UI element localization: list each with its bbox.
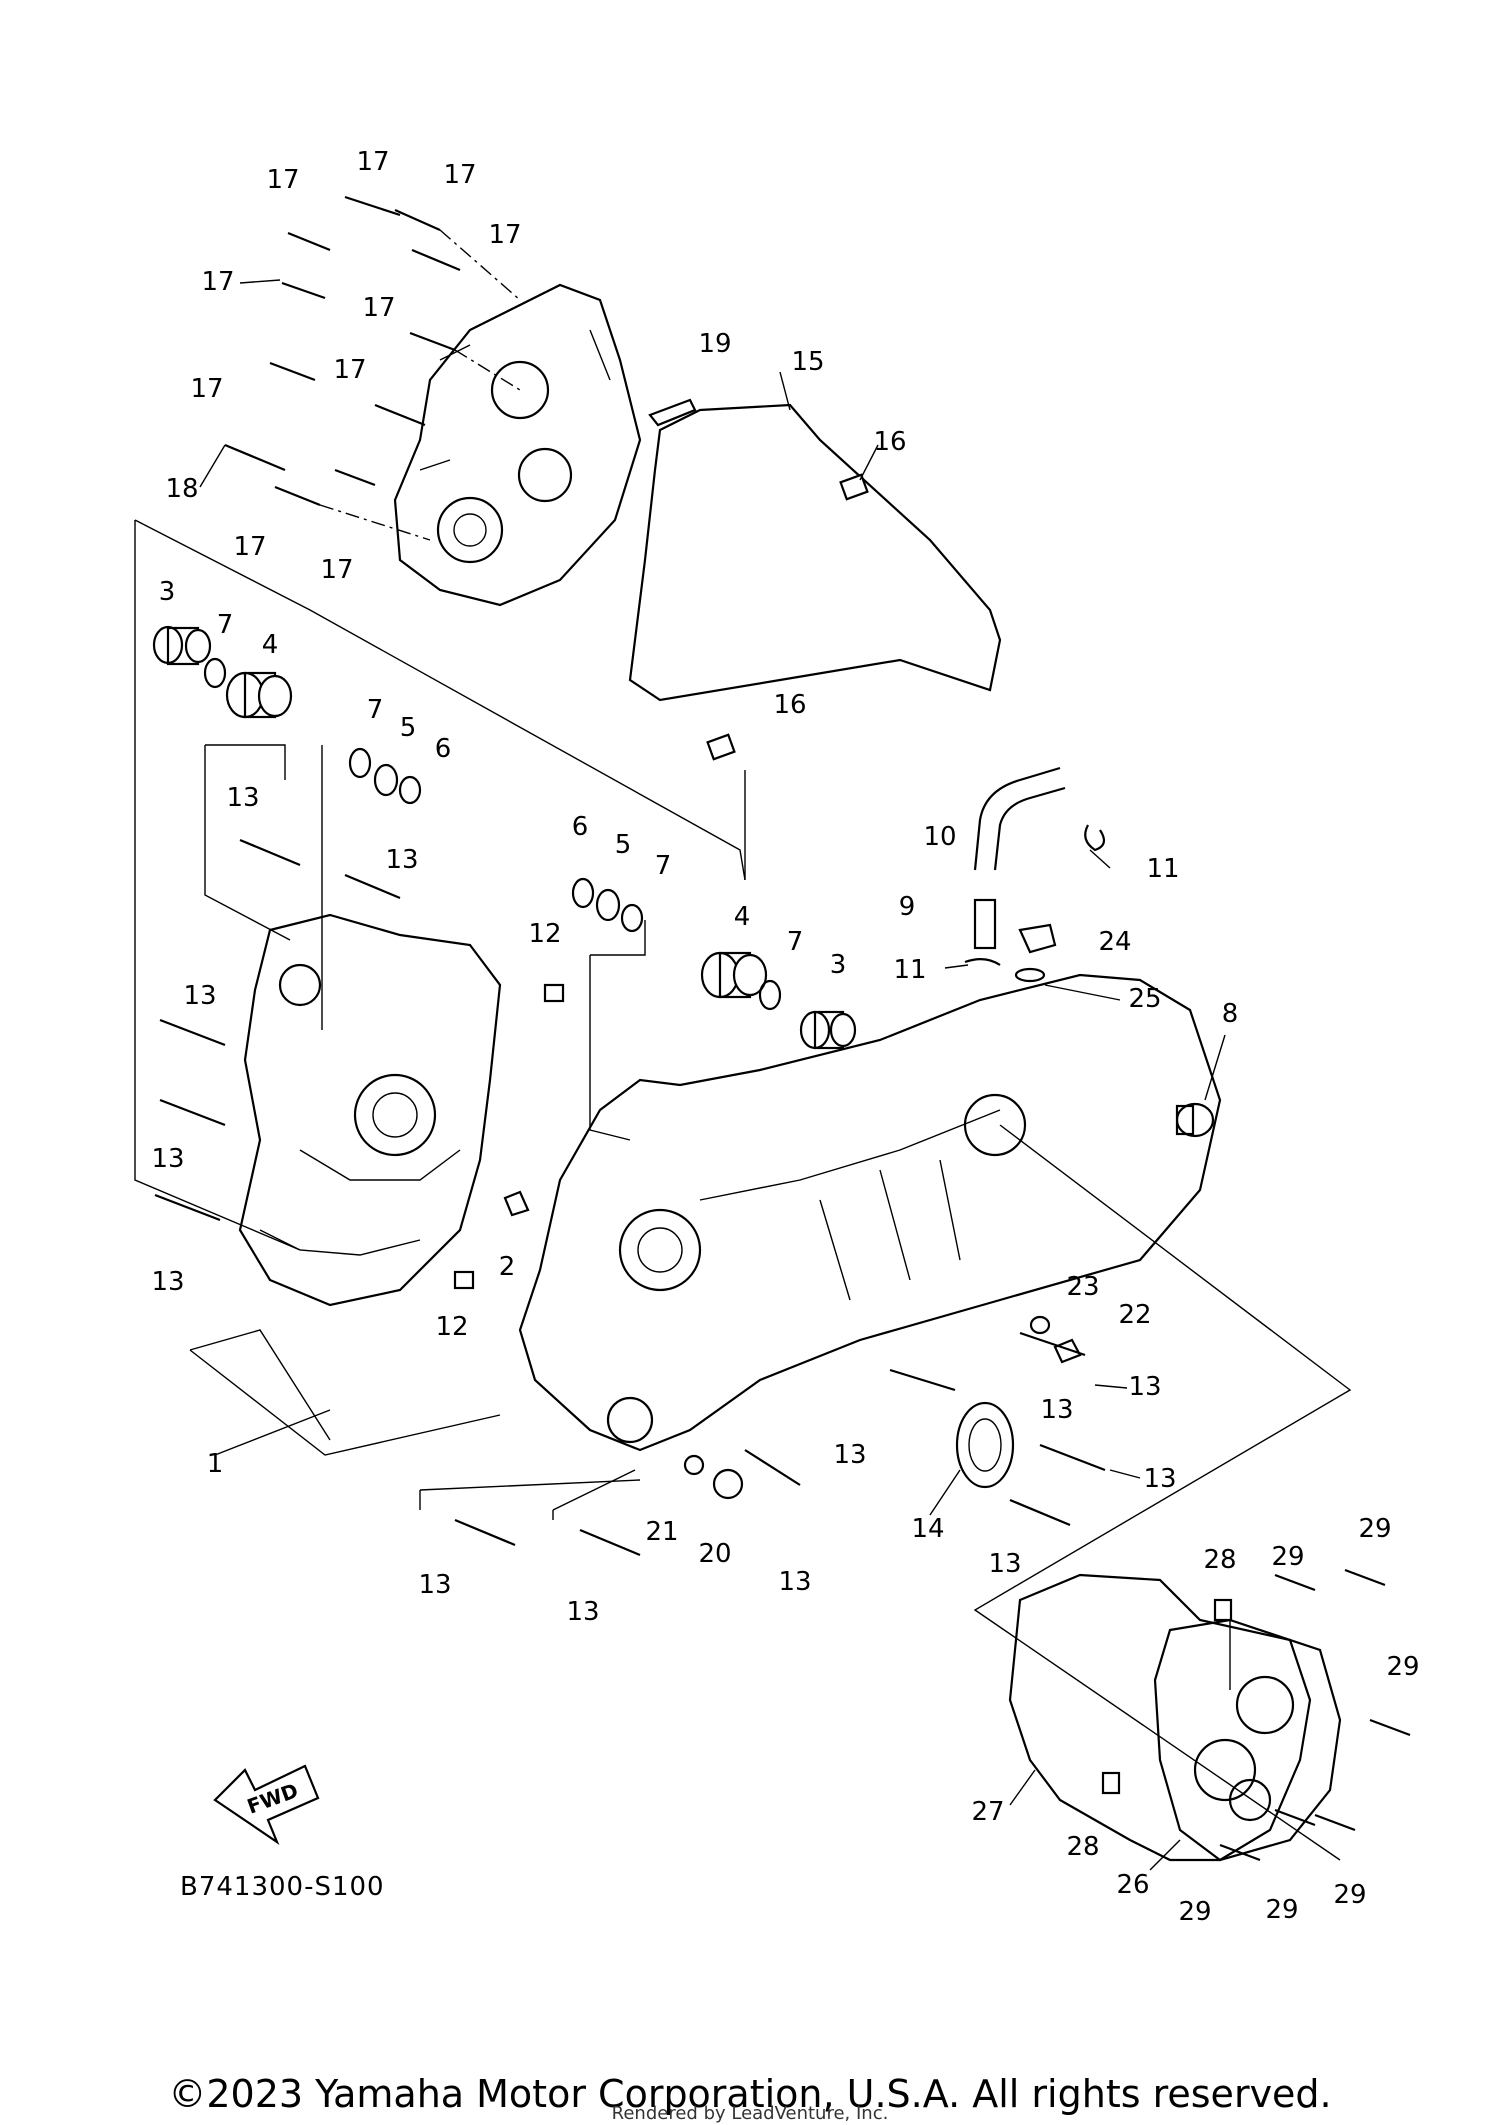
callout-17: 17 [443,160,476,190]
copyright-notice: ©2023 Yamaha Motor Corporation, U.S.A. A… [168,2072,1332,2116]
diagram-code: B741300-S100 [180,1872,385,1902]
callout-7: 7 [655,851,672,881]
dowel-16-upper [839,473,869,501]
callout-labels: 17 17 17 17 17 17 17 17 17 17 18 19 15 1… [151,147,1419,1927]
oil-seal-14 [955,1401,1015,1489]
callout-3: 3 [830,950,847,980]
callout-9: 9 [899,892,916,922]
callout-25: 25 [1128,984,1161,1014]
callout-26: 26 [1116,1870,1149,1900]
left-bearing-set [152,625,422,805]
callout-12: 12 [435,1312,468,1342]
callout-17: 17 [320,555,353,585]
callout-6: 6 [572,812,589,842]
callout-5: 5 [400,713,417,743]
callout-13: 13 [566,1597,599,1627]
callout-7: 7 [367,695,384,725]
callout-29: 29 [1271,1542,1304,1572]
callout-13: 13 [833,1440,866,1470]
callout-28: 28 [1203,1545,1236,1575]
callout-7: 7 [787,927,804,957]
callout-17: 17 [190,374,223,404]
callout-2: 2 [499,1252,516,1282]
callout-16: 16 [773,690,806,720]
callout-4: 4 [262,630,279,660]
callout-17: 17 [201,267,234,297]
bolt-group-13 [154,838,1106,1557]
callout-13: 13 [151,1144,184,1174]
callout-21: 21 [645,1517,678,1547]
callout-14: 14 [911,1514,944,1544]
dowel-16-lower [706,733,736,761]
callout-17: 17 [233,532,266,562]
callout-15: 15 [791,347,824,377]
callout-12: 12 [528,919,561,949]
callout-3: 3 [159,577,176,607]
left-crankcase-half [238,913,502,1307]
reference-lines [134,519,1352,1861]
callout-7: 7 [217,610,234,640]
callout-29: 29 [1358,1514,1391,1544]
callout-4: 4 [734,902,751,932]
leader-lines [199,279,1226,1871]
renderer-credit: Rendered by LeadVenture, Inc. [611,2103,889,2124]
callout-13: 13 [1128,1372,1161,1402]
callout-13: 13 [151,1267,184,1297]
bolt-group-29 [1219,1568,1411,1862]
callout-10: 10 [923,822,956,852]
callout-13: 13 [988,1549,1021,1579]
callout-18: 18 [165,474,198,504]
callout-24: 24 [1098,927,1131,957]
callout-29: 29 [1265,1895,1298,1925]
callout-13: 13 [418,1570,451,1600]
cover-gasket [628,403,1002,702]
callout-13: 13 [385,845,418,875]
callout-20: 20 [698,1539,731,1569]
callout-16: 16 [873,427,906,457]
right-bearing-set [571,877,857,1050]
callout-5: 5 [615,830,632,860]
callout-17: 17 [333,355,366,385]
callout-29: 29 [1386,1652,1419,1682]
dowel-28-lower [1101,1771,1121,1795]
callout-22: 22 [1118,1300,1151,1330]
callout-29: 29 [1178,1897,1211,1927]
callout-17: 17 [356,147,389,177]
callout-13: 13 [183,981,216,1011]
callout-1: 1 [207,1449,224,1479]
callout-28: 28 [1066,1832,1099,1862]
fwd-arrow: FWD [213,1764,320,1845]
callout-13: 13 [226,783,259,813]
callout-19: 19 [698,329,731,359]
callout-6: 6 [435,734,452,764]
callout-8: 8 [1222,999,1239,1029]
left-crankcase-cover [393,283,642,607]
callout-17: 17 [266,165,299,195]
callout-11: 11 [893,955,926,985]
breather-assembly [964,766,1106,983]
callout-27: 27 [971,1797,1004,1827]
clip-19 [648,398,697,427]
callout-13: 13 [1040,1395,1073,1425]
right-crankcase-half [518,973,1222,1452]
callout-29: 29 [1333,1880,1366,1910]
bolt-group-17 [224,195,521,541]
dowel-28-upper [1213,1598,1233,1622]
rear-crankcase-cover [1008,1573,1342,1862]
callout-11: 11 [1146,854,1179,884]
callout-13: 13 [778,1567,811,1597]
callout-17: 17 [488,220,521,250]
small-parts [453,983,1215,1500]
callout-17: 17 [362,293,395,323]
callout-13: 13 [1143,1464,1176,1494]
callout-23: 23 [1066,1272,1099,1302]
